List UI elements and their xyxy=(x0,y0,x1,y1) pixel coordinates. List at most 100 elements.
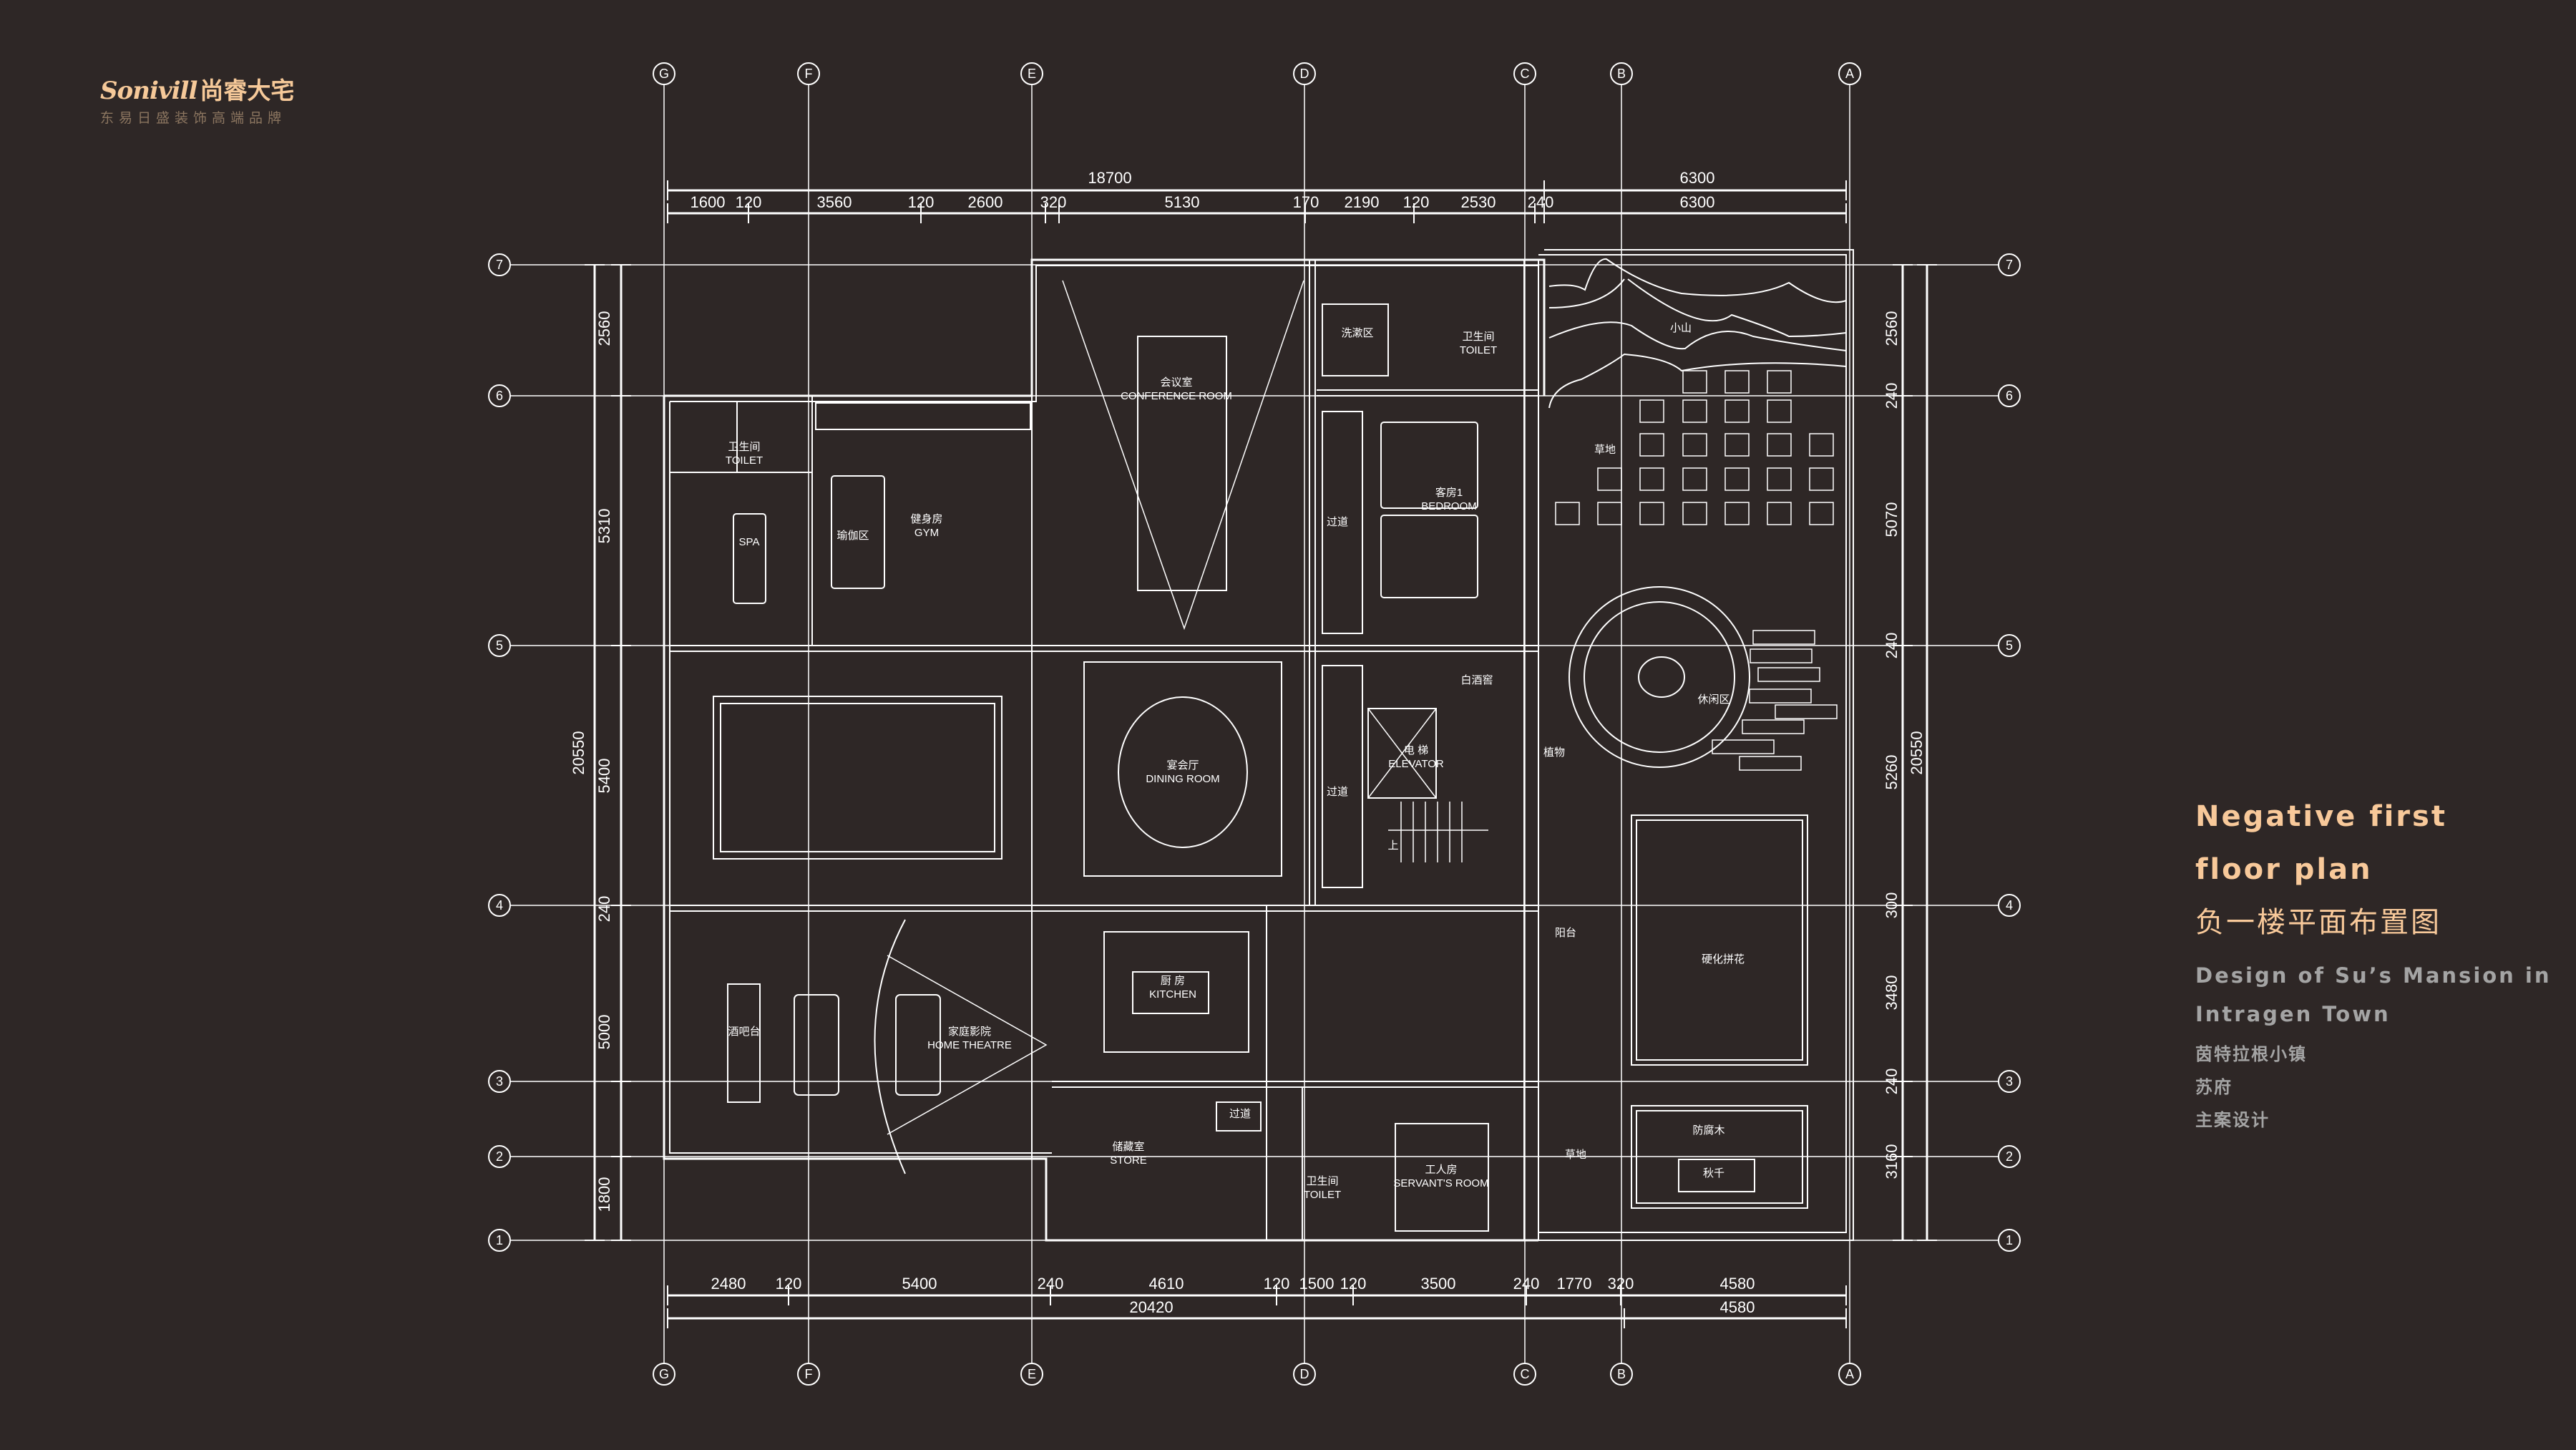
room-name-cn: 秋千 xyxy=(1703,1167,1724,1179)
room-name-cn: 阳台 xyxy=(1555,927,1576,939)
room-name-cn: 厨 房 xyxy=(1161,975,1185,987)
spiral-seat-outer xyxy=(1568,586,1750,768)
room-name-cn: 电 梯 xyxy=(1404,744,1428,756)
axis-label: 7 xyxy=(2006,258,2013,272)
dimension-label: 2530 xyxy=(1461,193,1496,211)
room-name-cn: 防腐木 xyxy=(1692,1124,1724,1137)
stepping-stone xyxy=(1742,719,1805,734)
stepping-stone xyxy=(1739,756,1802,771)
room-name-en: STORE xyxy=(1110,1154,1146,1167)
room-label: 上 xyxy=(1387,840,1398,852)
dimension-label: 6300 xyxy=(1680,169,1715,187)
dimension-label: 240 xyxy=(1883,633,1901,659)
axis-label: 6 xyxy=(496,389,503,403)
paving-square xyxy=(1639,467,1664,491)
axis-bubble xyxy=(488,1229,511,1252)
axis-label: 1 xyxy=(496,1233,503,1247)
room-name-cn: 过道 xyxy=(1327,516,1348,528)
axis-bubble xyxy=(1610,1363,1633,1386)
stepping-squares xyxy=(1555,370,1834,525)
room-label: 秋千 xyxy=(1703,1167,1724,1179)
room-name-en: SERVANT'S ROOM xyxy=(1393,1177,1488,1189)
paving-square xyxy=(1682,502,1707,525)
project-en-line2: Intragen Town xyxy=(2195,1002,2391,1026)
paving-square xyxy=(1809,467,1834,491)
dimension-label: 4580 xyxy=(1720,1298,1755,1316)
dimension-label: 240 xyxy=(595,896,613,923)
room-label: SPA xyxy=(739,536,760,548)
store-passage xyxy=(1216,1101,1262,1132)
stairs xyxy=(1388,802,1488,862)
paving-square xyxy=(1682,370,1707,394)
axis-bubble xyxy=(488,634,511,657)
logo-brand-cn: 尚睿大宅 xyxy=(200,77,295,104)
room-name-en: BEDROOM xyxy=(1421,500,1477,512)
sofa xyxy=(895,994,941,1096)
paving-square xyxy=(1597,467,1622,491)
theatre-projection xyxy=(887,955,1048,1135)
room-label: 草地 xyxy=(1565,1149,1586,1161)
dimension-label: 2480 xyxy=(711,1275,746,1293)
yoga-mat xyxy=(831,475,885,589)
title-panel: Negative first floor plan 负一楼平面布置图 Desig… xyxy=(2195,790,2552,1137)
axis-bubble xyxy=(1998,1070,2021,1093)
room-label: 酒吧台 xyxy=(728,1026,760,1038)
axis-label: D xyxy=(1300,1367,1309,1381)
bed xyxy=(1380,422,1478,509)
room-label: 防腐木 xyxy=(1692,1124,1724,1137)
axis-label: B xyxy=(1617,1367,1626,1381)
dimension-label: 5310 xyxy=(595,509,613,544)
paving-inner xyxy=(1636,819,1803,1061)
paving-square xyxy=(1724,399,1750,423)
title-en-line1: Negative first xyxy=(2195,800,2447,833)
wood-deck xyxy=(1631,1105,1808,1209)
room-name-cn: 草地 xyxy=(1594,444,1616,456)
axis-bubble xyxy=(1293,62,1316,85)
paving-square xyxy=(1682,399,1707,423)
location-cn: 茵特拉根小镇 xyxy=(2195,1044,2307,1064)
paving-square xyxy=(1555,502,1580,525)
theatre-arc xyxy=(874,919,906,1174)
hill-contour xyxy=(1548,278,1847,338)
furniture xyxy=(713,258,1847,1232)
spiral-seat-mid xyxy=(1584,601,1735,753)
dimension-label: 2560 xyxy=(1883,311,1901,346)
room-name-en: TOILET xyxy=(1460,344,1497,356)
elevator xyxy=(1367,708,1437,799)
dimension-label: 120 xyxy=(1403,193,1430,211)
room-label: 白酒窖 xyxy=(1460,673,1493,686)
axis-label: 1 xyxy=(2006,1233,2013,1247)
dimension-label: 5260 xyxy=(1883,755,1901,790)
dimension-label: 4610 xyxy=(1149,1275,1184,1293)
axis-label: 4 xyxy=(2006,898,2013,913)
room-name-en: GYM xyxy=(914,527,939,539)
dimension-label: 1770 xyxy=(1557,1275,1592,1293)
room-label: 洗漱区 xyxy=(1341,327,1373,339)
axis-bubble xyxy=(1513,1363,1536,1386)
stepping-stone xyxy=(1750,648,1813,663)
room-name-cn: 宴会厅 xyxy=(1166,759,1199,772)
axis-label: G xyxy=(659,67,669,81)
spiral-center xyxy=(1638,656,1685,698)
stepping-stones xyxy=(1712,630,1838,771)
dimension-label: 4580 xyxy=(1720,1275,1755,1293)
axis-bubble xyxy=(1293,1363,1316,1386)
room-label: 硬化拼花 xyxy=(1702,953,1745,965)
dimension-label: 120 xyxy=(736,193,762,211)
walls xyxy=(663,249,1854,1242)
paving-square xyxy=(1809,502,1834,525)
washroom-basin xyxy=(1322,303,1389,376)
paving-square xyxy=(1724,467,1750,491)
room-name-en: ELEVATOR xyxy=(1388,758,1444,770)
axis-label: 2 xyxy=(2006,1149,2013,1164)
dimension-label: 120 xyxy=(1340,1275,1367,1293)
room-label: 休闲区 xyxy=(1697,694,1729,706)
room-name-cn: 硬化拼花 xyxy=(1702,953,1745,965)
axis-label: 5 xyxy=(2006,638,2013,653)
